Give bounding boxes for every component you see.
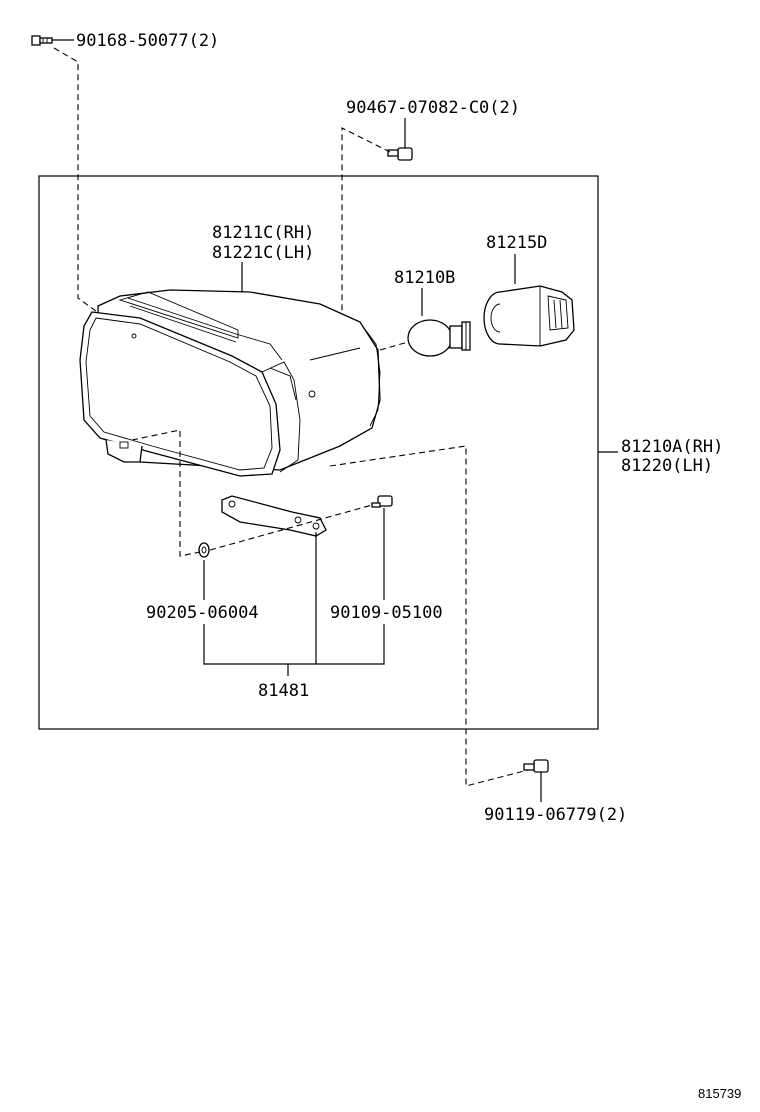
- label-bulb: 81210B: [394, 268, 455, 288]
- label-lens-lh: 81221C(LH): [212, 243, 314, 263]
- label-socket: 81215D: [486, 233, 547, 253]
- label-screw-bottom: 90119-06779(2): [484, 805, 627, 825]
- label-bolt-bracket: 90109-05100: [330, 603, 443, 623]
- bulb-icon: [407, 319, 471, 357]
- label-bolt-top-left: 90168-50077(2): [76, 31, 219, 51]
- bulb-socket-icon: [483, 285, 575, 347]
- label-assembly-lh: 81220(LH): [621, 456, 713, 476]
- dash-bolt-top-left: [53, 47, 101, 315]
- dash-bracket-axis: [209, 504, 373, 551]
- diagram-ref-number: 815739: [698, 1086, 741, 1101]
- label-screw-top: 90467-07082-C0(2): [346, 98, 520, 118]
- bracket-icon: [221, 495, 327, 537]
- washer-icon: [198, 542, 210, 558]
- screw-top-icon: [387, 147, 413, 161]
- group-bracket-81481: [203, 624, 385, 665]
- screw-bottom-icon: [523, 759, 549, 773]
- fog-lamp-housing-icon: [79, 289, 381, 477]
- label-assembly-rh: 81210A(RH): [621, 437, 723, 457]
- bolt-bracket-icon: [371, 495, 393, 508]
- dash-bracket-left: [131, 429, 201, 557]
- bolt-top-left-icon: [31, 35, 53, 46]
- label-bracket: 81481: [258, 681, 309, 701]
- label-lens-rh: 81211C(RH): [212, 223, 314, 243]
- dash-bulb-axis: [379, 341, 409, 351]
- label-washer: 90205-06004: [146, 603, 259, 623]
